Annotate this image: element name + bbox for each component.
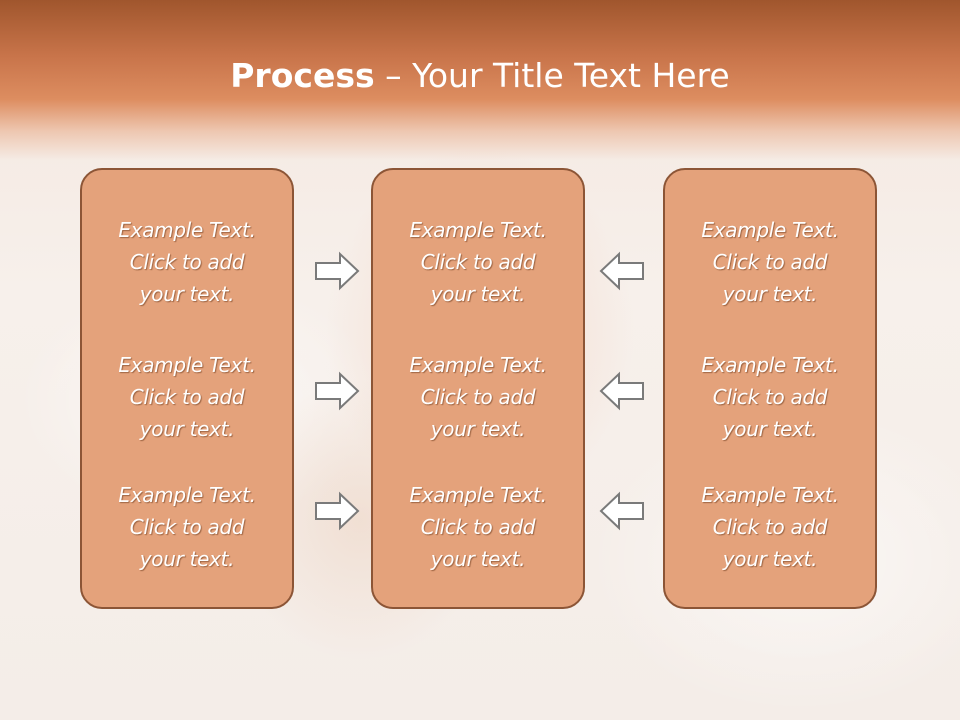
text-line: Example Text. [409, 353, 547, 377]
text-line: your text. [139, 417, 235, 441]
text-line: Example Text. [118, 483, 256, 507]
text-line: Example Text. [118, 353, 256, 377]
text-line: Click to add [420, 250, 536, 274]
text-placeholder[interactable]: Example Text. Click to add your text. [82, 349, 292, 445]
text-line: your text. [430, 282, 526, 306]
title-banner [0, 0, 960, 160]
text-line: Click to add [420, 385, 536, 409]
text-line: Example Text. [118, 218, 256, 242]
title-rest: – Your Title Text Here [374, 56, 730, 95]
text-placeholder[interactable]: Example Text. Click to add your text. [665, 479, 875, 575]
text-line: Click to add [712, 250, 828, 274]
text-placeholder[interactable]: Example Text. Click to add your text. [665, 349, 875, 445]
arrow-left-icon [598, 251, 646, 291]
text-line: Click to add [712, 515, 828, 539]
arrow-right-icon [313, 491, 361, 531]
text-placeholder[interactable]: Example Text. Click to add your text. [82, 214, 292, 310]
text-line: Click to add [712, 385, 828, 409]
text-line: your text. [139, 282, 235, 306]
arrow-right-icon [313, 371, 361, 411]
text-line: your text. [722, 282, 818, 306]
process-box-right[interactable]: Example Text. Click to add your text. Ex… [663, 168, 877, 609]
text-line: your text. [430, 417, 526, 441]
text-line: your text. [430, 547, 526, 571]
text-line: Example Text. [409, 483, 547, 507]
text-placeholder[interactable]: Example Text. Click to add your text. [373, 349, 583, 445]
text-line: Example Text. [701, 218, 839, 242]
text-line: your text. [139, 547, 235, 571]
arrow-left-icon [598, 491, 646, 531]
text-line: your text. [722, 547, 818, 571]
arrow-right-icon [313, 251, 361, 291]
process-box-center[interactable]: Example Text. Click to add your text. Ex… [371, 168, 585, 609]
text-placeholder[interactable]: Example Text. Click to add your text. [665, 214, 875, 310]
text-line: Click to add [420, 515, 536, 539]
text-placeholder[interactable]: Example Text. Click to add your text. [82, 479, 292, 575]
text-line: Example Text. [701, 353, 839, 377]
text-placeholder[interactable]: Example Text. Click to add your text. [373, 479, 583, 575]
text-line: your text. [722, 417, 818, 441]
text-line: Click to add [129, 385, 245, 409]
title-bold: Process [230, 56, 375, 95]
text-placeholder[interactable]: Example Text. Click to add your text. [373, 214, 583, 310]
text-line: Example Text. [701, 483, 839, 507]
process-box-left[interactable]: Example Text. Click to add your text. Ex… [80, 168, 294, 609]
text-line: Example Text. [409, 218, 547, 242]
arrow-left-icon [598, 371, 646, 411]
text-line: Click to add [129, 515, 245, 539]
text-line: Click to add [129, 250, 245, 274]
slide-title[interactable]: Process – Your Title Text Here [0, 56, 960, 96]
